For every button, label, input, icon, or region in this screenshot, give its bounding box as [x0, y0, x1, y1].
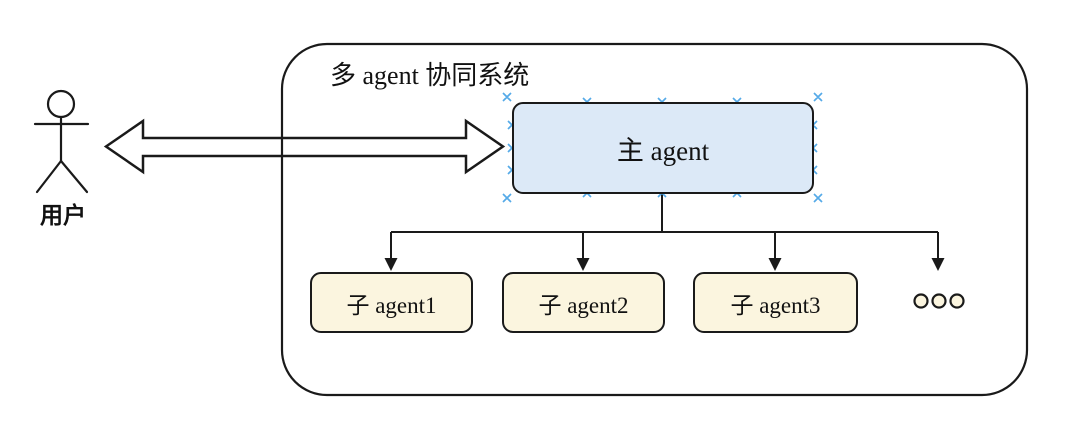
- more-agents-ellipsis-icon[interactable]: [913, 293, 965, 309]
- system-container[interactable]: [280, 42, 1029, 397]
- main-to-sub-connectors: [390, 194, 939, 259]
- sub-agent-3-label: 子 agent3: [730, 292, 821, 318]
- main-agent-node[interactable]: 主 agent: [512, 102, 814, 194]
- main-agent-label: 主 agent: [616, 135, 710, 166]
- sub-agent-1-label: 子 agent1: [346, 292, 437, 318]
- sub-agent-3-node[interactable]: 子 agent3: [693, 272, 858, 333]
- user-actor-icon[interactable]: [33, 89, 90, 194]
- user-label: 用户: [40, 203, 86, 228]
- container-title: 多 agent 协同系统: [330, 61, 530, 90]
- sub-agent-2-node[interactable]: 子 agent2: [502, 272, 665, 333]
- sub-agent-1-node[interactable]: 子 agent1: [310, 272, 473, 333]
- sub-agent-2-label: 子 agent2: [538, 292, 629, 318]
- connector-arrowheads: [384, 258, 945, 271]
- user-main-agent-arrow[interactable]: [103, 118, 506, 175]
